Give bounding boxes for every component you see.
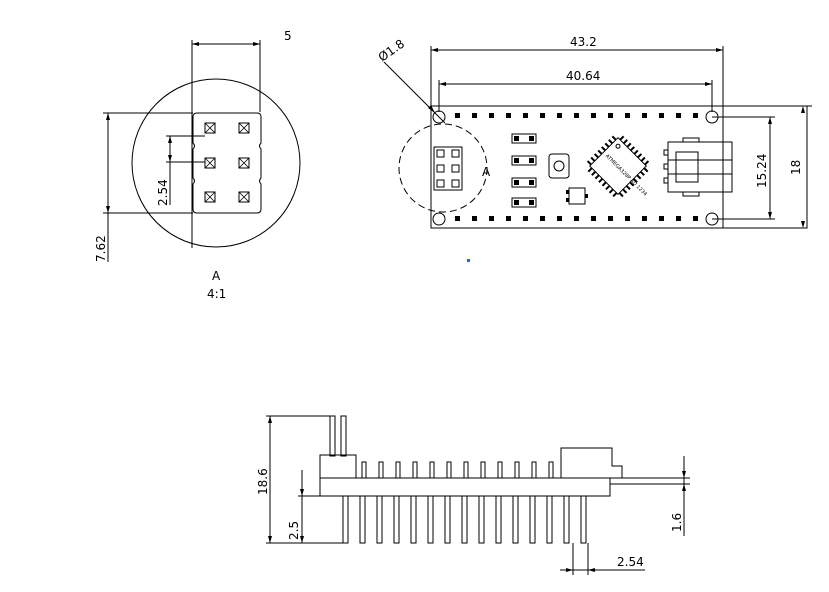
smd-components (511, 133, 537, 208)
dim-board-text: 1.6 (670, 513, 684, 532)
dim-below-text: 2.5 (287, 521, 301, 540)
pcb-outline (430, 105, 724, 229)
mounting-hole (432, 212, 446, 226)
icsp-header (433, 146, 463, 191)
dim-length-text: 43.2 (570, 35, 597, 49)
dim-pitch-text: 2.54 (617, 555, 644, 569)
side-view: 18.6 2.5 1.6 2.54 (256, 415, 690, 575)
usb-connector (663, 137, 733, 197)
dim-pin-span-text: 15.24 (755, 154, 769, 188)
dim-hole-span-text: 40.64 (566, 69, 600, 83)
top-view: A ATMEGA328P AU 1234 (376, 35, 812, 262)
side-icsp-header (319, 454, 357, 479)
pad-row-top (455, 113, 698, 118)
pin-header-pins (204, 122, 250, 203)
side-usb (560, 447, 623, 479)
pad-row-bottom (455, 216, 698, 221)
dim-height-text: 7.62 (94, 235, 108, 262)
side-pcb (319, 477, 611, 497)
dim-pitch-text: 2.54 (156, 179, 170, 206)
dim-hole-text: Ø1.8 (376, 37, 407, 65)
detail-view-a: 5 2.54 7.62 A 4:1 (94, 29, 301, 301)
reset-button (548, 153, 570, 179)
detail-scale: 4:1 (207, 287, 226, 301)
dim-width-text: 18 (789, 160, 803, 175)
side-top-stubs (361, 461, 554, 479)
detail-circle (131, 78, 301, 248)
regulator (568, 187, 586, 205)
side-pins (342, 495, 587, 544)
dim-height-text: 18.6 (256, 468, 270, 495)
detail-label: A (212, 269, 221, 283)
detail-callout-circle (398, 123, 488, 213)
detail-callout-label: A (482, 165, 491, 179)
icsp-pins (436, 149, 460, 188)
pin-header-outline (192, 112, 262, 214)
mcu-chip: ATMEGA328P AU 1234 (586, 135, 650, 197)
dim-width-text: 5 (284, 29, 292, 43)
selection-marker (467, 259, 470, 262)
